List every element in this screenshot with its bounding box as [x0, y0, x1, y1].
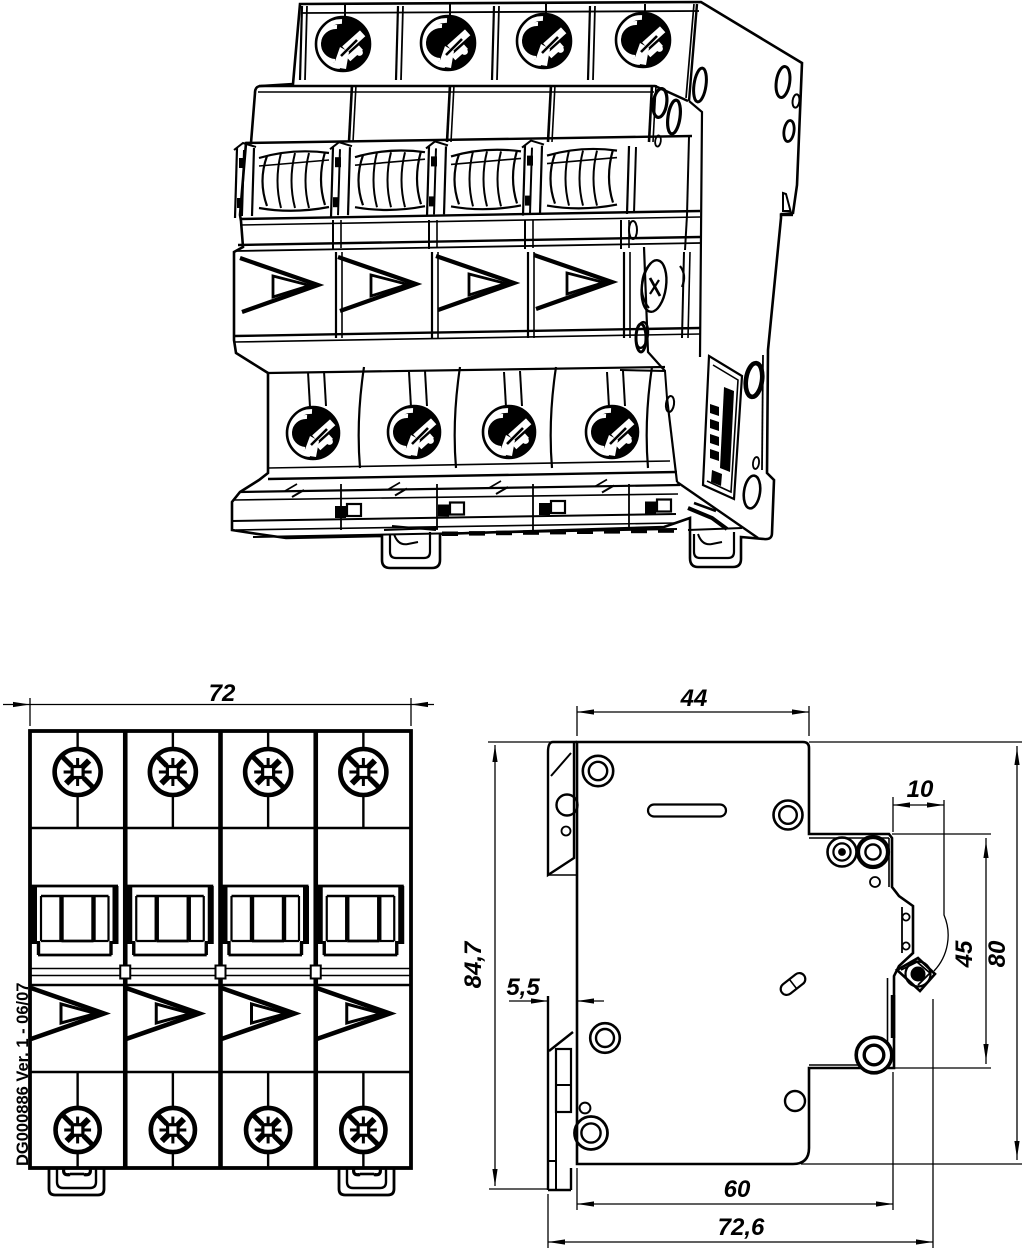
svg-text:10: 10	[907, 776, 934, 803]
svg-text:72: 72	[209, 680, 236, 707]
svg-text:44: 44	[680, 685, 708, 712]
svg-text:72,6: 72,6	[718, 1214, 765, 1241]
svg-text:DG000886 Ver. 1 - 06/07: DG000886 Ver. 1 - 06/07	[14, 983, 32, 1166]
svg-text:5,5: 5,5	[506, 974, 540, 1001]
svg-text:45: 45	[951, 940, 978, 968]
svg-text:80: 80	[984, 940, 1011, 967]
svg-text:84,7: 84,7	[460, 940, 487, 988]
svg-text:60: 60	[724, 1176, 751, 1203]
